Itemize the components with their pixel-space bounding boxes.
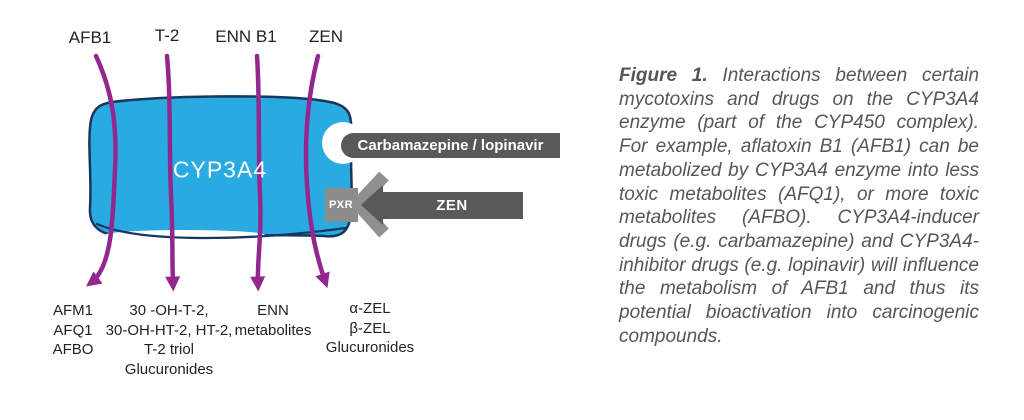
metabolite-line: 30 -OH-T-2,	[129, 302, 209, 319]
metabolite-line: Glucuronides	[124, 360, 214, 378]
pxr-chevron-icon	[349, 171, 389, 238]
inducer-inhibitor-bar-label: Carbamazepine / lopinavir	[357, 137, 544, 154]
metabolism-arrows	[86, 53, 330, 292]
figure-caption-text: Interactions between certain mycotoxins …	[619, 65, 980, 347]
mycotoxin-label-afb1: AFB1	[68, 28, 112, 47]
diagram-shapes	[86, 53, 389, 292]
mycotoxin-label-zen: ZEN	[309, 27, 343, 46]
mycotoxin-label-t2: T-2	[154, 26, 180, 45]
metabolite-line: α-ZEL	[349, 300, 391, 317]
mycotoxin-label-ennb1: ENN B1	[215, 27, 277, 46]
metabolite-line: β-ZEL	[349, 319, 391, 337]
metabolite-group-aflatoxin: AFM1 AFQ1 AFBO	[53, 301, 94, 360]
metabolite-line: T-2 triol	[143, 341, 194, 358]
metabolite-line: Glucuronides	[325, 339, 415, 356]
metabolite-line: metabolites	[234, 321, 312, 339]
metabolite-line: AFM1	[52, 302, 93, 319]
enzyme-blob	[88, 95, 353, 239]
zen-metabolism-arrow	[303, 53, 330, 289]
metabolite-line: AFQ1	[53, 321, 93, 339]
metabolite-group-t2: 30 -OH-T-2, 30-OH-HT-2, HT-2, T-2 triol …	[106, 301, 233, 379]
figure-caption-label: Figure 1.	[619, 65, 708, 86]
blob-bottom-sketch-line	[95, 222, 348, 240]
zen-arrowhead	[361, 185, 383, 225]
afb1-metabolism-arrow	[86, 53, 118, 287]
ennb1-metabolism-arrow	[250, 53, 266, 292]
t2-metabolism-arrow	[164, 53, 181, 292]
enzyme-label: CYP3A4	[172, 156, 268, 183]
metabolite-line: ENN	[257, 302, 289, 319]
metabolite-group-zel: α-ZEL β-ZEL Glucuronides	[326, 299, 414, 358]
mycotoxin-cyp3a4-diagram: AFB1 T-2 ENN B1 ZEN CYP3A4 Carbamazepine…	[53, 26, 560, 379]
zen-arrow-bar-label: ZEN	[436, 197, 468, 214]
zen-arrow-bar: ZEN	[381, 192, 523, 219]
metabolite-group-enn: ENN metabolites	[235, 301, 312, 340]
figure-caption: Figure 1. Interactions between certain m…	[619, 64, 979, 348]
metabolite-line: AFBO	[52, 341, 94, 358]
metabolite-line: 30-OH-HT-2, HT-2,	[105, 321, 233, 339]
pxr-receptor-label: PXR	[328, 199, 354, 211]
inducer-inhibitor-bar: Carbamazepine / lopinavir	[341, 133, 560, 158]
